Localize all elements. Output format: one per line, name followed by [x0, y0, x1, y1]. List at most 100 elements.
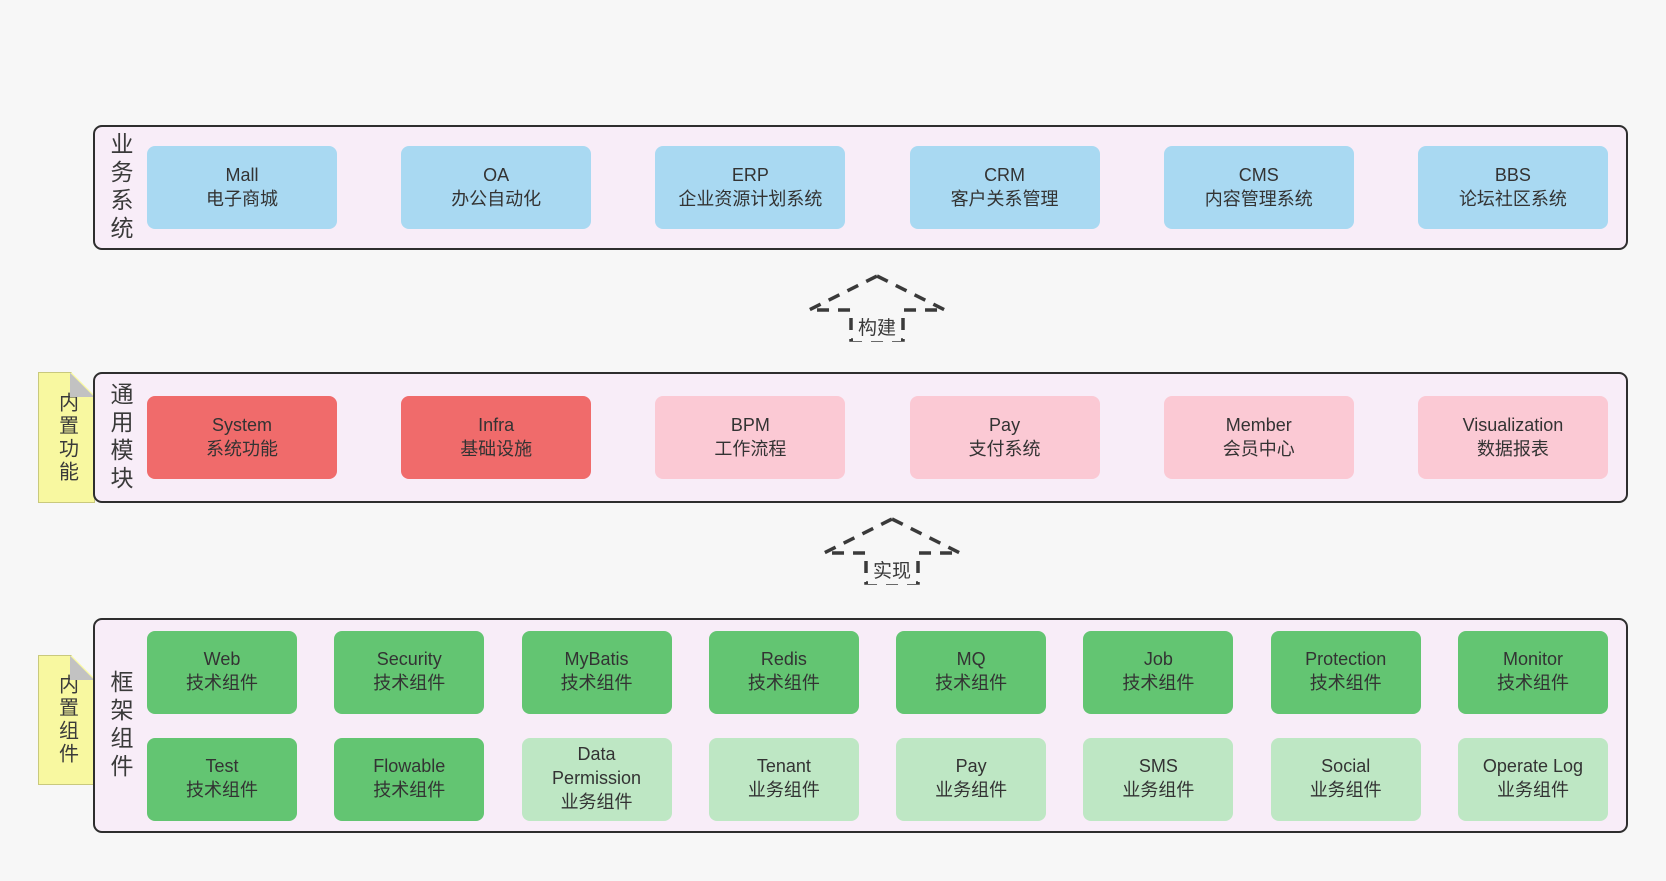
box-subtitle: 会员中心	[1222, 438, 1295, 459]
box-infra: Infra 基础设施	[401, 396, 592, 479]
box-mybatis: MyBatis 技术组件	[521, 630, 672, 714]
folded-corner-icon	[70, 656, 94, 680]
box-title: Mall	[225, 164, 259, 185]
layer-label-components: 框架组件	[107, 669, 133, 782]
layer-label-modules: 通用模块	[107, 381, 133, 494]
box-title: Tenant	[756, 756, 811, 777]
box-title: MQ	[956, 649, 986, 670]
sticky-note-text: 内置组件	[55, 674, 78, 766]
box-title: Operate Log	[1482, 756, 1583, 777]
box-title: Web	[203, 649, 241, 670]
box-member: Member 会员中心	[1163, 396, 1354, 479]
box-pay-biz: Pay 业务组件	[896, 737, 1047, 821]
box-title: BPM	[730, 414, 770, 435]
box-subtitle: 客户关系管理	[950, 188, 1059, 209]
box-mq: MQ 技术组件	[896, 630, 1047, 714]
box-bpm: BPM 工作流程	[655, 396, 846, 479]
folded-corner-icon	[70, 373, 94, 397]
business-systems-container: 业务系统 Mall 电子商城 OA 办公自动化 ERP 企业资源计划系统 CRM…	[93, 125, 1628, 250]
box-subtitle: 技术组件	[186, 673, 258, 693]
box-title: Monitor	[1502, 649, 1563, 670]
box-subtitle: 工作流程	[714, 438, 787, 459]
box-title: CRM	[984, 164, 1026, 185]
box-subtitle: 技术组件	[1309, 673, 1382, 693]
box-subtitle: 内容管理系统	[1204, 188, 1313, 209]
sticky-note-builtin-components: 内置组件	[38, 655, 95, 785]
box-title: SMS	[1138, 756, 1178, 777]
box-title: Social	[1321, 756, 1371, 777]
box-subtitle: 技术组件	[560, 673, 633, 693]
box-subtitle: 电子商城	[206, 188, 278, 209]
box-subtitle: 技术组件	[747, 673, 820, 693]
sticky-note-builtin-features: 内置功能	[38, 372, 95, 503]
component-rows: Web 技术组件 Security 技术组件 MyBatis 技术组件 Redi…	[145, 630, 1626, 821]
box-erp: ERP 企业资源计划系统	[655, 146, 846, 229]
box-title: Security	[376, 649, 442, 670]
framework-components-container: 框架组件 Web 技术组件 Security 技术组件 MyBatis 技术组件…	[93, 618, 1628, 833]
box-job: Job 技术组件	[1083, 630, 1234, 714]
box-title: Test	[205, 756, 239, 777]
common-modules-container: 通用模块 System 系统功能 Infra 基础设施 BPM 工作流程 Pay…	[93, 372, 1628, 503]
box-subtitle: 技术组件	[1122, 673, 1195, 693]
box-subtitle: 业务组件	[747, 780, 820, 800]
box-subtitle: 技术组件	[935, 673, 1008, 693]
box-title: Pay	[955, 756, 987, 777]
box-redis: Redis 技术组件	[708, 630, 859, 714]
box-subtitle: 办公自动化	[451, 188, 542, 209]
box-subtitle: 技术组件	[373, 780, 446, 800]
box-mall: Mall 电子商城	[147, 146, 337, 229]
box-web: Web 技术组件	[147, 630, 297, 714]
box-visualization: Visualization 数据报表	[1417, 396, 1608, 479]
box-title: OA	[483, 164, 510, 185]
box-subtitle: 基础设施	[460, 438, 533, 459]
box-subtitle: 业务组件	[1309, 780, 1382, 800]
box-title: BBS	[1494, 164, 1531, 185]
component-boxes-row-2: Test 技术组件 Flowable 技术组件 Data Permission …	[147, 737, 1608, 821]
box-subtitle: 技术组件	[373, 673, 446, 693]
box-subtitle: 系统功能	[206, 438, 278, 459]
box-data-permission: Data Permission 业务组件	[521, 737, 672, 821]
box-title: CMS	[1238, 164, 1279, 185]
box-subtitle: 企业资源计划系统	[678, 188, 823, 209]
box-oa: OA 办公自动化	[401, 146, 592, 229]
box-title: Job	[1143, 649, 1173, 670]
box-bbs: BBS 论坛社区系统	[1417, 146, 1608, 229]
box-title: System	[211, 414, 272, 435]
box-title: Data Permission	[552, 744, 642, 789]
box-tenant: Tenant 业务组件	[708, 737, 859, 821]
box-test: Test 技术组件	[147, 737, 297, 821]
box-pay: Pay 支付系统	[909, 396, 1100, 479]
box-title: Member	[1225, 414, 1292, 435]
arrow-build: 构建	[807, 274, 947, 342]
box-sms: SMS 业务组件	[1083, 737, 1234, 821]
box-title: Visualization	[1462, 414, 1564, 435]
box-subtitle: 支付系统	[968, 438, 1041, 459]
box-subtitle: 数据报表	[1476, 438, 1549, 459]
box-title: Pay	[989, 414, 1021, 435]
box-cms: CMS 内容管理系统	[1163, 146, 1354, 229]
box-title: Infra	[478, 414, 515, 435]
business-boxes-row: Mall 电子商城 OA 办公自动化 ERP 企业资源计划系统 CRM 客户关系…	[145, 146, 1626, 229]
arrow-implement-label: 实现	[867, 555, 917, 584]
box-crm: CRM 客户关系管理	[909, 146, 1100, 229]
box-title: Redis	[760, 649, 807, 670]
box-subtitle: 业务组件	[1496, 780, 1569, 800]
box-protection: Protection 技术组件	[1270, 630, 1421, 714]
box-subtitle: 技术组件	[1496, 673, 1569, 693]
box-subtitle: 技术组件	[186, 780, 258, 800]
component-boxes-row-1: Web 技术组件 Security 技术组件 MyBatis 技术组件 Redi…	[147, 630, 1608, 714]
box-title: ERP	[731, 164, 769, 185]
arrow-build-label: 构建	[852, 312, 902, 341]
box-subtitle: 业务组件	[1122, 780, 1195, 800]
box-title: Protection	[1305, 649, 1387, 670]
module-boxes-row: System 系统功能 Infra 基础设施 BPM 工作流程 Pay 支付系统…	[145, 396, 1626, 479]
box-title: MyBatis	[564, 649, 629, 670]
box-subtitle: 业务组件	[560, 791, 633, 812]
box-system: System 系统功能	[147, 396, 337, 479]
box-security: Security 技术组件	[334, 630, 485, 714]
layer-label-business: 业务系统	[107, 131, 133, 244]
box-operate-log: Operate Log 业务组件	[1457, 737, 1608, 821]
arrow-implement: 实现	[822, 517, 962, 585]
box-flowable: Flowable 技术组件	[334, 737, 485, 821]
